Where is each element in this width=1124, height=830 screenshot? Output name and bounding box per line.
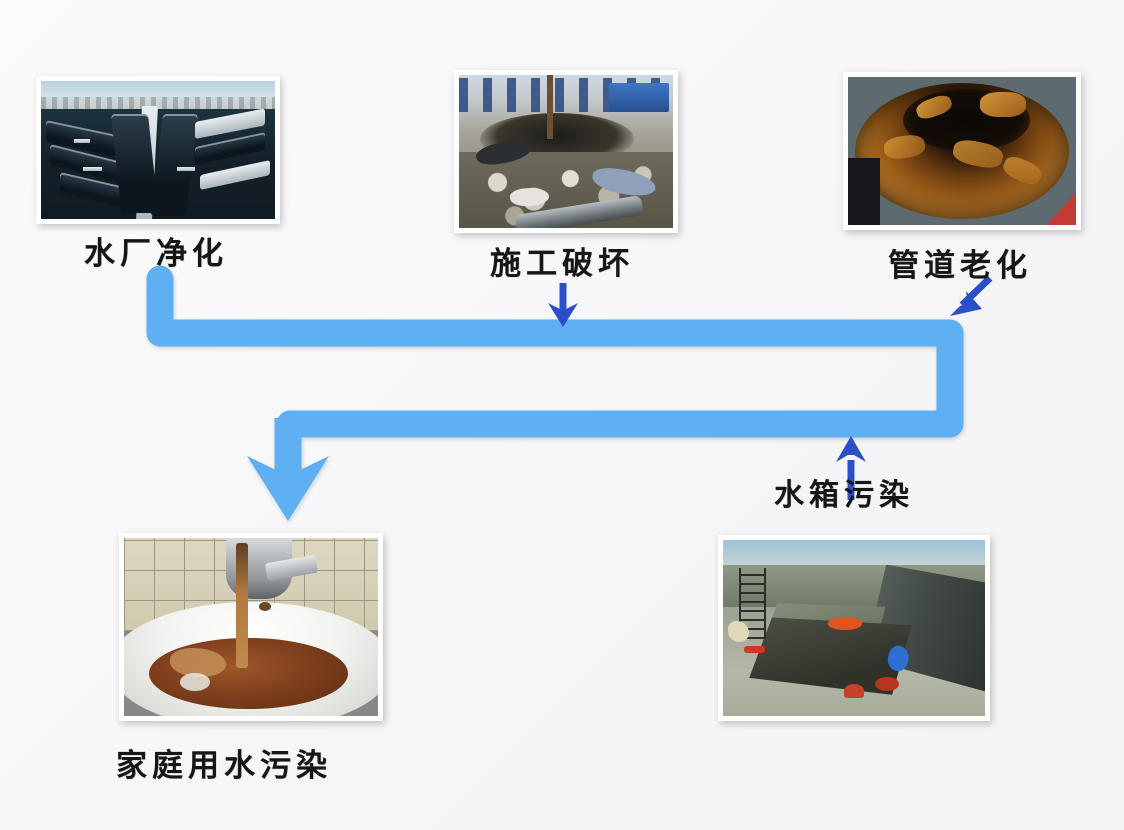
photo-construction-damage xyxy=(459,75,673,228)
photo-water-plant xyxy=(41,81,275,219)
photo-card-pipe-aging[interactable] xyxy=(843,72,1081,230)
label-pipe-aging: 管道老化 xyxy=(888,248,1032,284)
photo-household-pollution xyxy=(124,538,378,716)
label-construction-damage: 施工破坏 xyxy=(490,246,634,282)
photo-tank-pollution xyxy=(723,540,985,716)
label-water-plant: 水厂净化 xyxy=(84,236,228,272)
photo-card-water-plant[interactable] xyxy=(36,76,280,224)
photo-pipe-aging xyxy=(848,77,1076,225)
label-household-pollution: 家庭用水污染 xyxy=(116,748,332,784)
photo-card-household-pollution[interactable] xyxy=(119,533,383,721)
photo-card-construction[interactable] xyxy=(454,70,678,233)
photo-card-tank-pollution[interactable] xyxy=(718,535,990,721)
label-tank-pollution: 水箱污染 xyxy=(774,478,914,513)
arrow-construction-damage xyxy=(548,283,578,327)
